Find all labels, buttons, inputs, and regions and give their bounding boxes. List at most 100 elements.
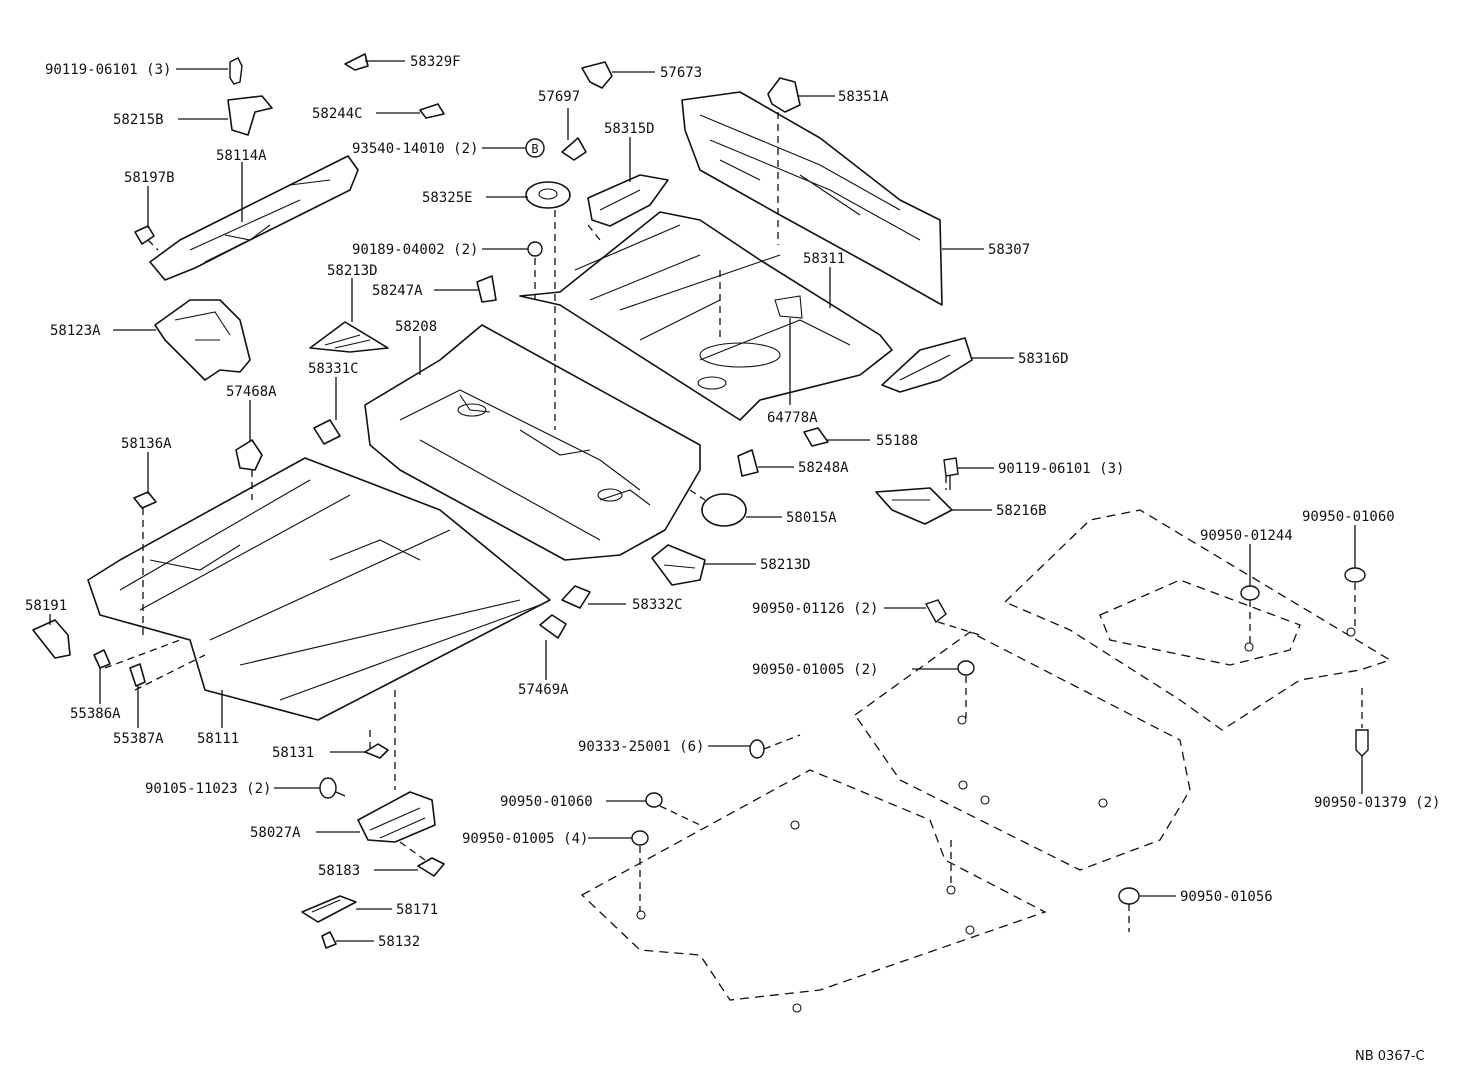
part-58216B <box>875 487 953 525</box>
label-58325E: 58325E <box>422 190 473 206</box>
label-55188: 55188 <box>876 433 918 449</box>
label-58171: 58171 <box>396 902 438 918</box>
diagram-code: NB 0367-C <box>1355 1049 1425 1064</box>
label-57469A: 57469A <box>518 682 569 698</box>
label-58247A: 58247A <box>372 283 423 299</box>
part-90950-01244 <box>1240 585 1260 601</box>
part-58247A <box>476 275 497 303</box>
label-90950-01244: 90950-01244 <box>1200 528 1293 544</box>
label-58216B: 58216B <box>996 503 1047 519</box>
callout-B: B <box>525 138 545 158</box>
carpet-rear <box>1003 509 1392 731</box>
part-57468A <box>235 439 263 471</box>
part-58197B <box>134 225 155 245</box>
label-57673: 57673 <box>660 65 702 81</box>
callout-symbol: B <box>531 142 538 156</box>
label-90333-25001: 90333-25001 (6) <box>578 739 704 755</box>
part-58027A <box>357 791 436 843</box>
label-58315D: 58315D <box>604 121 655 137</box>
part-57673 <box>581 61 613 89</box>
label-58132: 58132 <box>378 934 420 950</box>
part-55386A <box>93 649 111 669</box>
label-90189-04002: 90189-04002 (2) <box>352 242 478 258</box>
label-58213D-lower: 58213D <box>760 557 811 573</box>
label-58197B: 58197B <box>124 170 175 186</box>
part-58114A <box>149 155 359 281</box>
label-55387A: 55387A <box>113 731 164 747</box>
label-90950-01379: 90950-01379 (2) <box>1314 795 1440 811</box>
part-57697 <box>561 137 587 161</box>
label-90119-06101-left: 90119-06101 (3) <box>45 62 171 78</box>
part-58316D <box>881 337 973 393</box>
part-90119-06101-right <box>943 457 959 490</box>
label-58316D: 58316D <box>1018 351 1069 367</box>
part-55387A <box>129 663 146 687</box>
label-90950-01126: 90950-01126 (2) <box>752 601 878 617</box>
label-58136A: 58136A <box>121 436 172 452</box>
part-58307 <box>681 91 943 306</box>
part-58213D-lower <box>651 544 706 586</box>
label-90950-01005-2: 90950-01005 (2) <box>752 662 878 678</box>
label-58114A: 58114A <box>216 148 267 164</box>
part-90950-01379 <box>1355 729 1369 757</box>
label-58244C: 58244C <box>312 106 363 122</box>
label-58329F: 58329F <box>410 54 461 70</box>
label-58351A: 58351A <box>838 89 889 105</box>
label-58307: 58307 <box>988 242 1030 258</box>
part-90950-01005-4 <box>631 830 649 846</box>
part-90333-25001 <box>749 739 765 759</box>
part-labels: 90119-06101 (3) 58329F 57673 58215B 5824… <box>25 54 1440 1064</box>
part-90950-01060-lower <box>645 792 663 808</box>
label-55386A: 55386A <box>70 706 121 722</box>
part-90950-01126 <box>924 599 947 624</box>
label-58311: 58311 <box>803 251 845 267</box>
part-58244C <box>419 103 445 119</box>
part-90105-11023 <box>319 777 346 799</box>
carpet-front <box>580 769 1047 1013</box>
label-58015A: 58015A <box>786 510 837 526</box>
label-58111: 58111 <box>197 731 239 747</box>
alignment-lines <box>104 112 1363 932</box>
leader-lines <box>49 60 1363 942</box>
label-90950-01056: 90950-01056 <box>1180 889 1273 905</box>
label-58213D-upper: 58213D <box>327 263 378 279</box>
part-58331C <box>313 419 341 445</box>
part-58015A <box>701 493 747 527</box>
label-58215B: 58215B <box>113 112 164 128</box>
part-58132 <box>321 931 337 949</box>
label-90105-11023: 90105-11023 (2) <box>145 781 271 797</box>
label-58183: 58183 <box>318 863 360 879</box>
part-58131 <box>364 743 389 759</box>
label-90950-01060-lower: 90950-01060 <box>500 794 593 810</box>
part-58208 <box>364 324 701 561</box>
part-58191 <box>32 619 71 659</box>
label-58131: 58131 <box>272 745 314 761</box>
label-58331C: 58331C <box>308 361 359 377</box>
label-64778A: 64778A <box>767 410 818 426</box>
part-58311 <box>519 211 893 421</box>
part-58183 <box>417 857 445 877</box>
part-58329F <box>344 53 369 71</box>
part-58315D <box>587 174 669 227</box>
part-90189-04002 <box>527 241 543 257</box>
part-58248A <box>737 449 759 477</box>
label-58123A: 58123A <box>50 323 101 339</box>
part-90950-01060-upper <box>1344 567 1366 583</box>
part-90950-01056 <box>1118 887 1140 905</box>
part-55188 <box>803 427 829 447</box>
label-58208: 58208 <box>395 319 437 335</box>
label-58248A: 58248A <box>798 460 849 476</box>
label-90950-01005-4: 90950-01005 (4) <box>462 831 588 847</box>
label-58332C: 58332C <box>632 597 683 613</box>
label-90119-06101-right: 90119-06101 (3) <box>998 461 1124 477</box>
part-58325E <box>525 181 571 209</box>
label-57697: 57697 <box>538 89 580 105</box>
label-93540-14010: 93540-14010 (2) <box>352 141 478 157</box>
label-90950-01060-upper: 90950-01060 <box>1302 509 1395 525</box>
part-58215B <box>227 57 273 136</box>
part-58351A <box>767 77 801 113</box>
label-57468A: 57468A <box>226 384 277 400</box>
part-58171 <box>301 895 357 923</box>
label-58191: 58191 <box>25 598 67 614</box>
